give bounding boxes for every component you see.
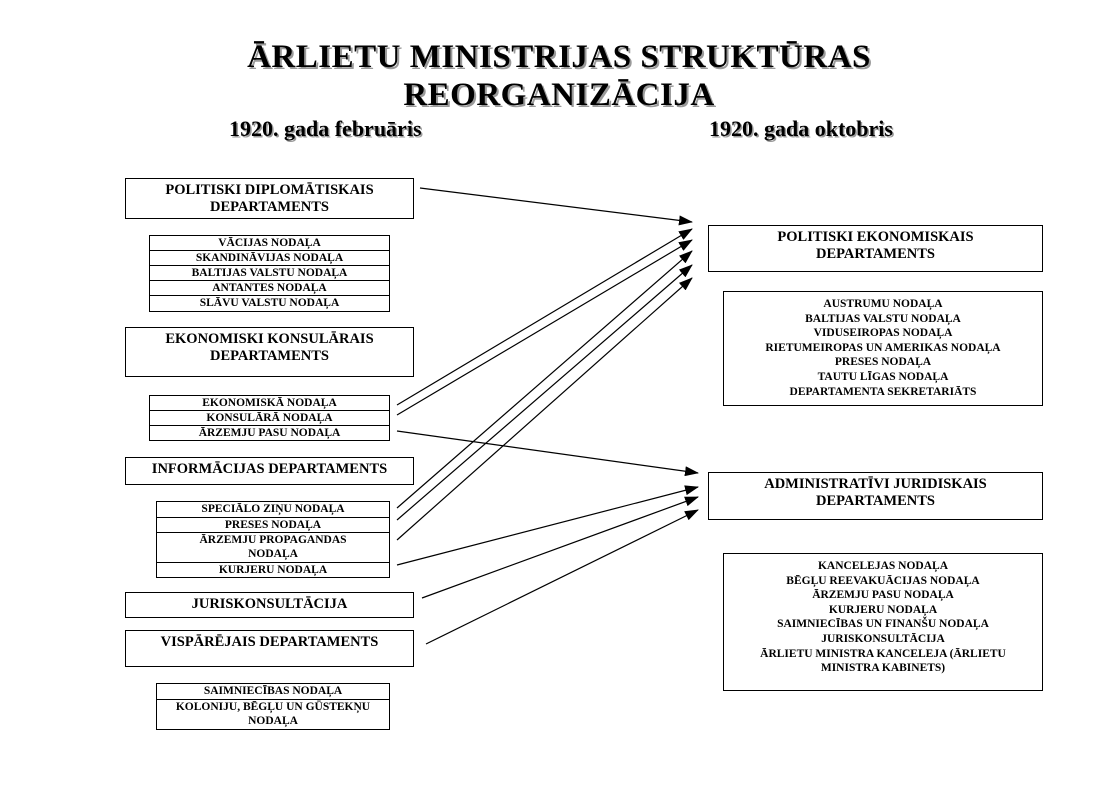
unit-colonies-refugees-prisoners: KOLONIJU, BĒGĻU UN GŪSTEKŅU NODAĻA: [175, 701, 371, 727]
diagram-title-line1: ĀRLIETU MINISTRIJAS STRUKTŪRAS: [247, 39, 871, 75]
unit-press: PRESES NODAĻA: [157, 518, 389, 533]
diagram-title-line2: REORGANIZĀCIJA: [403, 77, 715, 113]
economic-units-table: EKONOMISKĀ NODAĻA KONSULĀRĀ NODAĻA ĀRZEM…: [149, 395, 390, 441]
arrow-propaganda-to-political-economic: [396, 277, 693, 541]
october-heading: 1920. gada oktobris: [709, 116, 893, 141]
unit-germany: VĀCIJAS NODAĻA: [150, 236, 389, 251]
unit-foreign-propaganda: ĀRZEMJU PROPAGANDAS NODAĻA: [157, 533, 389, 563]
political-economic-department: POLITISKI EKONOMISKAIS DEPARTAMENTS: [708, 225, 1043, 272]
unit-household: SAIMNIECĪBAS NODAĻA: [157, 684, 389, 700]
political-economic-units-box: AUSTRUMU NODAĻA BALTIJAS VALSTU NODAĻA V…: [723, 291, 1043, 406]
unit-minister-chancellery-line2: MINISTRA KABINETS): [820, 662, 946, 675]
unit-scandinavia: SKANDINĀVIJAS NODAĻA: [150, 251, 389, 266]
legal-counsel-label: JURISKONSULTĀCIJA: [191, 596, 348, 612]
political-economic-department-line1: POLITISKI EKONOMISKAIS: [777, 229, 974, 245]
information-units-table: SPECIĀLO ZIŅU NODAĻA PRESES NODAĻA ĀRZEM…: [156, 501, 390, 578]
unit-foreign-passports: ĀRZEMJU PASU NODAĻA: [198, 427, 341, 439]
unit-couriers: KURJERU NODAĻA: [218, 564, 328, 576]
arrow-legal-counsel-to-administrative-legal: [421, 496, 699, 599]
unit-baltic-states-oct: BALTIJAS VALSTU NODAĻA: [805, 312, 961, 325]
unit-foreign-passports-oct: ĀRZEMJU PASU NODAĻA: [812, 589, 954, 602]
unit-department-secretariat: DEPARTAMENTA SEKRETARIĀTS: [789, 385, 977, 398]
political-diplomatic-department: POLITISKI DIPLOMĀTISKAIS DEPARTAMENTS: [125, 178, 414, 219]
information-department: INFORMĀCIJAS DEPARTAMENTS: [125, 457, 414, 485]
political-economic-department-line2: DEPARTAMENTS: [816, 246, 935, 262]
general-department-line1: VISPĀRĒJAIS DEPARTAMENTS: [160, 634, 379, 650]
february-heading: 1920. gada februāris: [229, 116, 422, 141]
arrow-economic-to-political-economic: [396, 228, 693, 406]
administrative-legal-department: ADMINISTRATĪVI JURIDISKAIS DEPARTAMENTS: [708, 472, 1043, 520]
general-units-table: SAIMNIECĪBAS NODAĻA KOLONIJU, BĒGĻU UN G…: [156, 683, 390, 730]
unit-press-oct: PRESES NODAĻA: [834, 356, 932, 369]
arrow-consular-to-political-economic: [396, 239, 693, 416]
arrow-special-news-to-political-economic: [396, 250, 693, 509]
arrow-passports-to-administrative-legal: [396, 430, 699, 477]
unit-league-of-nations: TAUTU LĪGAS NODAĻA: [817, 370, 949, 383]
unit-couriers-oct: KURJERU NODAĻA: [828, 603, 938, 616]
unit-east: AUSTRUMU NODAĻA: [823, 298, 943, 310]
unit-slavic-states: SLĀVU VALSTU NODAĻA: [199, 297, 340, 309]
economic-consular-department-line2: DEPARTAMENTS: [210, 348, 329, 364]
unit-legal-counsel-oct: JURISKONSULTĀCIJA: [821, 632, 945, 645]
arrow-political-to-political-economic: [419, 187, 693, 226]
unit-economic: EKONOMISKĀ NODAĻA: [150, 396, 389, 411]
arrow-couriers-to-administrative-legal: [396, 485, 699, 566]
unit-chancellery: KANCELEJAS NODAĻA: [817, 560, 949, 572]
unit-special-news: SPECIĀLO ZIŅU NODAĻA: [157, 502, 389, 518]
administrative-legal-department-line1: ADMINISTRATĪVI JURIDISKAIS: [764, 476, 987, 492]
arrow-general-to-administrative-legal: [425, 509, 699, 645]
unit-baltic-states: BALTIJAS VALSTU NODAĻA: [150, 266, 389, 281]
administrative-legal-units-box: KANCELEJAS NODAĻA BĒGĻU REEVAKUĀCIJAS NO…: [723, 553, 1043, 691]
political-diplomatic-department-line1: POLITISKI DIPLOMĀTISKAIS: [165, 182, 374, 198]
legal-counsel-box: JURISKONSULTĀCIJA: [125, 592, 414, 618]
unit-refugee-reevacuation: BĒGĻU REEVAKUĀCIJAS NODAĻA: [786, 574, 980, 587]
arrow-press-to-political-economic: [396, 264, 693, 521]
political-units-table: VĀCIJAS NODAĻA SKANDINĀVIJAS NODAĻA BALT…: [149, 235, 390, 312]
general-department: VISPĀRĒJAIS DEPARTAMENTS: [125, 630, 414, 667]
unit-household-finance: SAIMNIECĪBAS UN FINANŠU NODAĻA: [777, 618, 989, 631]
unit-minister-chancellery-line1: ĀRLIETU MINISTRA KANCELEJA (ĀRLIETU: [760, 647, 1006, 660]
administrative-legal-department-line2: DEPARTAMENTS: [816, 493, 935, 509]
unit-consular: KONSULĀRĀ NODAĻA: [150, 411, 389, 426]
unit-central-europe: VIDUSEIROPAS NODAĻA: [813, 327, 953, 340]
political-diplomatic-department-line2: DEPARTAMENTS: [210, 199, 329, 215]
economic-consular-department-line1: EKONOMISKI KONSULĀRAIS: [165, 331, 374, 347]
unit-entente: ANTANTES NODAĻA: [150, 281, 389, 296]
economic-consular-department: EKONOMISKI KONSULĀRAIS DEPARTAMENTS: [125, 327, 414, 377]
information-department-line1: INFORMĀCIJAS DEPARTAMENTS: [151, 461, 388, 477]
unit-western-europe-america: RIETUMEIROPAS UN AMERIKAS NODAĻA: [765, 341, 1001, 354]
